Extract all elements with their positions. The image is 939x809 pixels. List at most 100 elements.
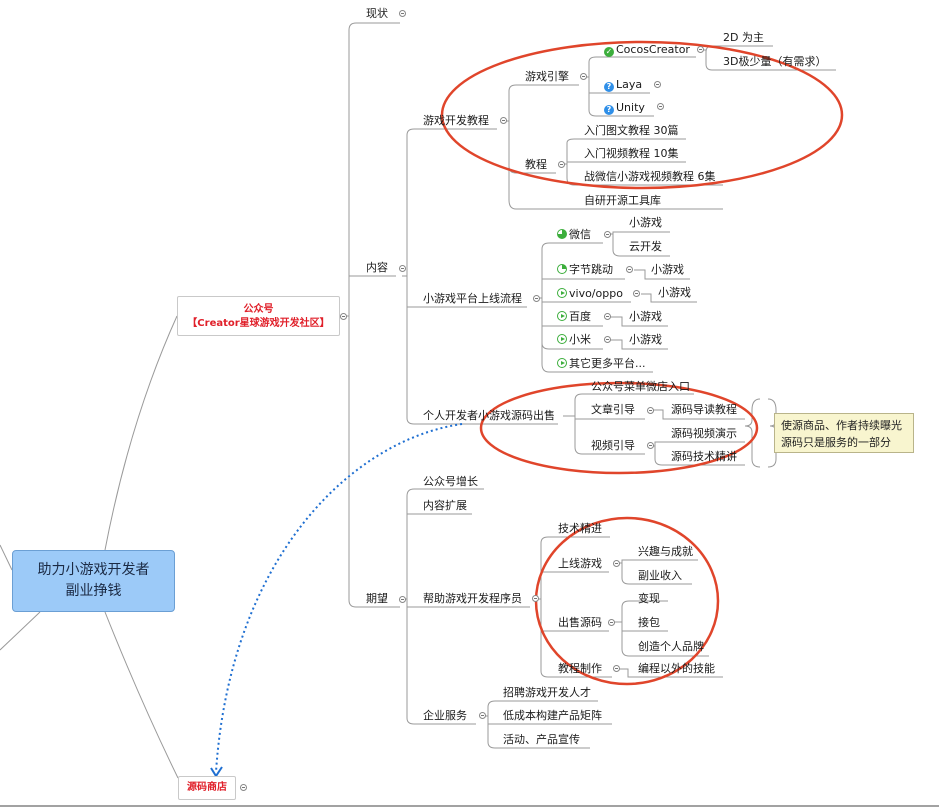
collapse-toggle-launch[interactable]	[613, 560, 620, 567]
question-icon: ?	[604, 105, 614, 115]
node-xiaomi-item[interactable]: 小游戏	[629, 333, 662, 346]
node-vivo-item[interactable]: 小游戏	[658, 286, 691, 299]
highlight-ellipse-engine	[440, 40, 844, 190]
play-icon	[557, 334, 567, 344]
check-icon: ✓	[604, 47, 614, 57]
node-tutorial-item[interactable]: 战微信小游戏视频教程 6集	[584, 170, 716, 183]
collapse-toggle-wechat[interactable]	[604, 231, 611, 238]
collapse-toggle-source-shop[interactable]	[240, 784, 247, 791]
collapse-toggle-baidu[interactable]	[604, 313, 611, 320]
collapse-toggle-article[interactable]	[647, 407, 654, 414]
collapse-toggle-sell[interactable]	[608, 619, 615, 626]
node-growth[interactable]: 公众号增长	[423, 475, 478, 488]
node-video-item[interactable]: 源码技术精讲	[671, 450, 737, 463]
node-video[interactable]: 视频引导	[591, 439, 635, 452]
collapse-toggle-bytedance[interactable]	[626, 266, 633, 273]
note-line2: 源码只是服务的一部分	[781, 436, 891, 449]
node-article-item[interactable]: 源码导读教程	[671, 403, 737, 416]
node-make[interactable]: 教程制作	[558, 662, 602, 675]
collapse-toggle-video[interactable]	[647, 442, 654, 449]
collapse-toggle-content[interactable]	[399, 265, 406, 272]
node-xiaomi-label: 小米	[569, 333, 591, 346]
relationship-arrow	[215, 423, 463, 773]
node-help[interactable]: 帮助游戏开发程序员	[423, 592, 522, 605]
collapse-toggle-vivo[interactable]	[633, 290, 640, 297]
question-icon: ?	[604, 82, 614, 92]
node-video-item[interactable]: 源码视频演示	[671, 427, 737, 440]
node-platform[interactable]: 小游戏平台上线流程	[423, 292, 522, 305]
node-vivo-label: vivo/oppo	[569, 287, 623, 300]
node-wechat-item[interactable]: 小游戏	[629, 216, 662, 229]
collapse-toggle-laya[interactable]	[654, 81, 661, 88]
node-unity[interactable]: ?Unity	[604, 101, 645, 115]
node-laya[interactable]: ?Laya	[604, 78, 642, 92]
node-xiaomi[interactable]: 小米	[557, 333, 591, 347]
summary-note[interactable]: 使源商品、作者持续曝光 源码只是服务的一部分	[774, 413, 914, 453]
highlight-ellipse-sale	[479, 381, 759, 475]
node-tutorial-item[interactable]: 入门图文教程 30篇	[584, 124, 679, 137]
collapse-toggle-xiaomi[interactable]	[604, 336, 611, 343]
collapse-toggle-expectation[interactable]	[399, 596, 406, 603]
collapse-toggle-tutorial[interactable]	[558, 161, 565, 168]
node-enterprise-item[interactable]: 招聘游戏开发人才	[503, 686, 591, 699]
collapse-toggle-make[interactable]	[613, 665, 620, 672]
node-baidu[interactable]: 百度	[557, 310, 591, 324]
collapse-toggle-status[interactable]	[399, 10, 406, 17]
node-baidu-item[interactable]: 小游戏	[629, 310, 662, 323]
root-line1: 助力小游戏开发者	[37, 562, 150, 578]
root-node[interactable]: 助力小游戏开发者 副业挣钱	[12, 550, 175, 612]
play-icon	[557, 358, 567, 368]
node-cocos-label: CocosCreator	[616, 43, 690, 56]
node-wechat-item[interactable]: 云开发	[629, 240, 662, 253]
node-bytedance[interactable]: 字节跳动	[557, 263, 613, 277]
node-engine[interactable]: 游戏引擎	[525, 70, 569, 83]
node-launch-item[interactable]: 兴趣与成就	[638, 545, 693, 558]
branch-content[interactable]: 内容	[366, 261, 388, 274]
play-icon	[557, 311, 567, 321]
node-more-platforms[interactable]: 其它更多平台...	[557, 357, 646, 371]
collapse-toggle-public-account[interactable]	[340, 313, 347, 320]
branch-expectation[interactable]: 期望	[366, 592, 388, 605]
public-account-node[interactable]: 公众号 【Creator星球游戏开发社区】	[177, 296, 340, 336]
node-tutorial[interactable]: 教程	[525, 158, 547, 171]
node-enterprise-item[interactable]: 活动、产品宣传	[503, 733, 580, 746]
node-cocos-3d[interactable]: 3D极少量（有需求）	[723, 55, 827, 68]
node-launch[interactable]: 上线游戏	[558, 557, 602, 570]
node-vivo[interactable]: vivo/oppo	[557, 287, 623, 301]
source-shop-node[interactable]: 源码商店	[178, 776, 236, 800]
node-extend[interactable]: 内容扩展	[423, 499, 467, 512]
node-cocos[interactable]: ✓CocosCreator	[604, 43, 690, 57]
source-shop-label: 源码商店	[187, 782, 227, 793]
progress-pie-icon	[557, 264, 567, 274]
note-bracket	[744, 398, 761, 468]
note-line1: 使源商品、作者持续曝光	[781, 419, 902, 432]
node-cocos-2d[interactable]: 2D 为主	[723, 31, 764, 44]
node-sell[interactable]: 出售源码	[558, 616, 602, 629]
node-tutorial-item[interactable]: 入门视频教程 10集	[584, 147, 679, 160]
collapse-toggle-cocos[interactable]	[697, 46, 704, 53]
node-toolkit[interactable]: 自研开源工具库	[584, 194, 661, 207]
node-enterprise-item[interactable]: 低成本构建产品矩阵	[503, 709, 602, 722]
node-article[interactable]: 文章引导	[591, 403, 635, 416]
node-menu-entry[interactable]: 公众号菜单微店入口	[591, 380, 690, 393]
node-bytedance-item[interactable]: 小游戏	[651, 263, 684, 276]
collapse-toggle-unity[interactable]	[657, 103, 664, 110]
node-wechat[interactable]: 微信	[557, 228, 591, 242]
collapse-toggle-dev-tutorial[interactable]	[500, 117, 507, 124]
node-launch-item[interactable]: 副业收入	[638, 569, 682, 582]
node-sell-item[interactable]: 接包	[638, 616, 660, 629]
node-make-item[interactable]: 编程以外的技能	[638, 662, 715, 675]
node-tech[interactable]: 技术精进	[558, 522, 602, 535]
branch-status[interactable]: 现状	[366, 7, 388, 20]
node-enterprise[interactable]: 企业服务	[423, 709, 467, 722]
node-sale[interactable]: 个人开发者小游戏源码出售	[423, 409, 555, 422]
node-sell-item[interactable]: 创造个人品牌	[638, 640, 704, 653]
node-laya-label: Laya	[616, 78, 643, 91]
node-dev-tutorial[interactable]: 游戏开发教程	[423, 114, 489, 127]
collapse-toggle-engine[interactable]	[580, 73, 587, 80]
collapse-toggle-enterprise[interactable]	[479, 712, 486, 719]
collapse-toggle-platform[interactable]	[533, 295, 540, 302]
collapse-toggle-help[interactable]	[532, 595, 539, 602]
node-sell-item[interactable]: 变现	[638, 592, 660, 605]
